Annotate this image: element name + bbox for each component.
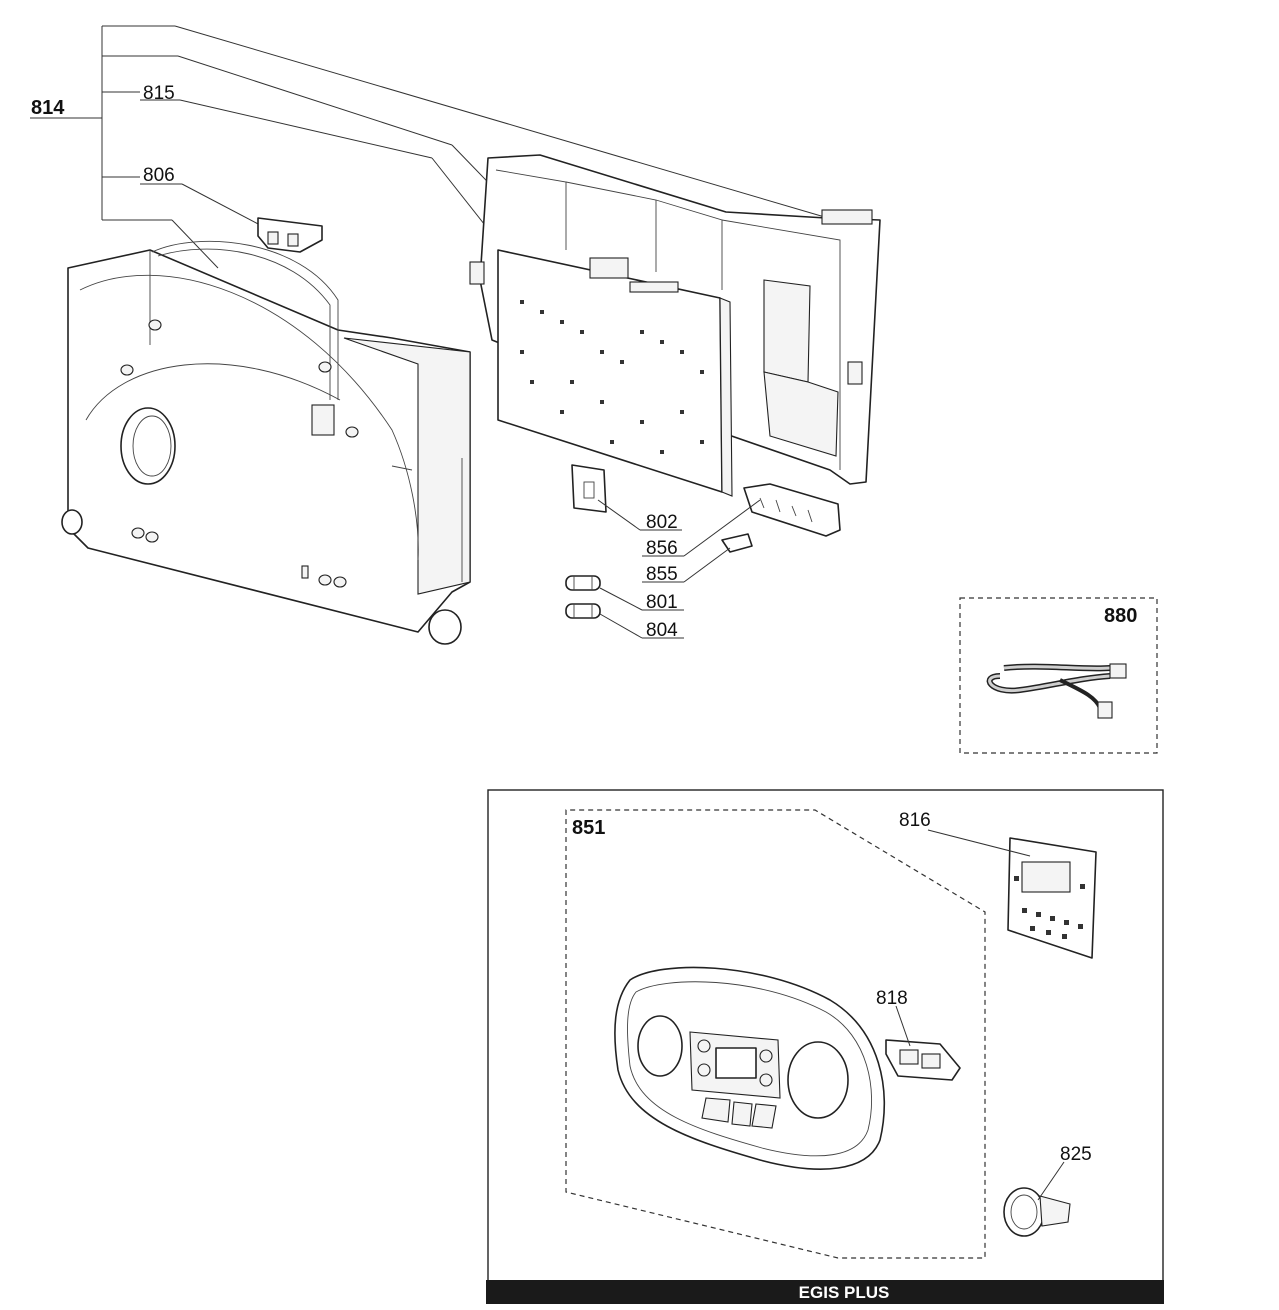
- clip-strip-856-icon: [743, 483, 841, 537]
- label-818: 818: [876, 988, 908, 1009]
- card-802-icon: [571, 464, 607, 513]
- fuse-804-icon: [565, 603, 601, 619]
- label-825: 825: [1060, 1144, 1092, 1165]
- leader-804: [599, 613, 643, 639]
- clip-855-icon: [721, 533, 753, 553]
- box-851: [565, 809, 986, 1259]
- leader-lines-814: [30, 25, 829, 273]
- leader-856: [683, 499, 761, 557]
- leader-855: [683, 547, 731, 583]
- label-814: 814: [31, 97, 65, 119]
- leader-818: [895, 1005, 911, 1047]
- keypad-818-icon: [885, 1039, 961, 1081]
- bracket-806-icon: [257, 217, 323, 253]
- front-case-icon: [61, 240, 471, 645]
- label-802: 802: [646, 512, 678, 533]
- pressure-gauge-825-icon: [1003, 1187, 1071, 1237]
- fuse-801-icon: [565, 575, 601, 591]
- leader-816: [927, 829, 1031, 857]
- leader-825: [1037, 1161, 1065, 1201]
- label-851: 851: [572, 817, 605, 839]
- cable-harness-880-icon: [986, 663, 1127, 719]
- label-855: 855: [646, 564, 678, 585]
- leader-801: [599, 587, 643, 611]
- control-panel-851-icon: [614, 966, 886, 1170]
- label-815: 815: [143, 83, 175, 104]
- label-856: 856: [646, 538, 678, 559]
- egis-plus-banner: [486, 1280, 1164, 1304]
- box-880: [959, 597, 1158, 754]
- leader-802: [597, 499, 641, 531]
- label-804: 804: [646, 620, 678, 641]
- label-806: 806: [143, 165, 175, 186]
- label-801: 801: [646, 592, 678, 613]
- label-880: 880: [1104, 605, 1137, 627]
- display-pcb-816-icon: [1007, 837, 1097, 959]
- control-pcb-icon: [497, 249, 733, 497]
- label-816: 816: [899, 810, 931, 831]
- banner-title: EGIS PLUS: [799, 1283, 890, 1302]
